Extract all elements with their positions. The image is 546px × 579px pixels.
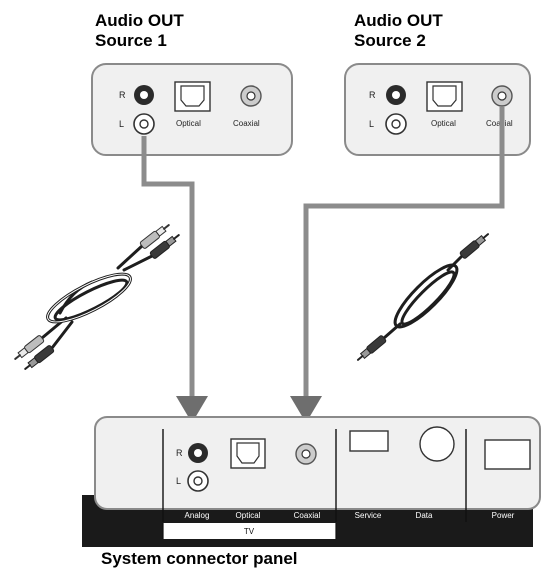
- source-2-optical-port: [426, 81, 463, 112]
- system-connector-panel-title: System connector panel: [101, 549, 298, 568]
- panel-rca-left-jack: [187, 470, 209, 492]
- system-connector-panel: R L: [82, 416, 541, 547]
- source-1-r-label: R: [119, 90, 126, 100]
- source-2-rca-right-jack: [386, 85, 406, 105]
- panel-optical-label: Optical: [236, 511, 261, 520]
- panel-power-port: [484, 439, 531, 470]
- source-2-r-label: R: [369, 90, 376, 100]
- source-1-optical-label: Optical: [176, 119, 201, 128]
- source-1-rca-right-jack: [134, 85, 154, 105]
- source-1-l-label: L: [119, 119, 124, 129]
- source-2-coaxial-port: [491, 85, 513, 107]
- coaxial-cable-icon: [356, 233, 490, 361]
- panel-r-label: R: [176, 448, 183, 458]
- panel-data-label: Data: [416, 511, 433, 520]
- panel-power-label: Power: [492, 511, 515, 520]
- tv-group-bracket: TV: [162, 523, 337, 539]
- source-1-title: Audio OUT: [95, 11, 184, 30]
- panel-coaxial-port: [295, 443, 317, 465]
- arrow-down-icon: [290, 396, 322, 423]
- source-1-rca-left-jack: [133, 113, 155, 135]
- stereo-rca-cable-icon: [14, 224, 180, 370]
- panel-service-label: Service: [355, 511, 382, 520]
- source-1-panel: R L Optical Coaxial: [91, 63, 293, 156]
- source-2-rca-left-jack: [385, 113, 407, 135]
- source-1-heading: Audio OUT Source 1: [95, 11, 184, 51]
- source-1-coaxial-port: [240, 85, 262, 107]
- panel-optical-port: [230, 438, 266, 469]
- panel-service-port: [349, 430, 389, 452]
- panel-analog-label: Analog: [185, 511, 210, 520]
- source-1-subtitle: Source 1: [95, 31, 167, 50]
- source-2-subtitle: Source 2: [354, 31, 426, 50]
- source-2-l-label: L: [369, 119, 374, 129]
- arrow-down-icon: [176, 396, 208, 423]
- panel-coaxial-label: Coaxial: [294, 511, 321, 520]
- source-2-heading: Audio OUT Source 2: [354, 11, 443, 51]
- connection-line-analog: [141, 136, 208, 423]
- source-2-panel: R L Optical Coaxial: [344, 63, 531, 156]
- connection-line-coaxial: [290, 107, 505, 423]
- source-2-title: Audio OUT: [354, 11, 443, 30]
- source-2-coaxial-label: Coaxial: [486, 119, 513, 128]
- source-2-optical-label: Optical: [431, 119, 456, 128]
- panel-l-label: L: [176, 476, 181, 486]
- source-1-coaxial-label: Coaxial: [233, 119, 260, 128]
- source-1-optical-port: [174, 81, 211, 112]
- panel-data-port: [419, 426, 455, 462]
- panel-tv-label: TV: [244, 527, 255, 536]
- panel-rca-right-jack: [188, 443, 208, 463]
